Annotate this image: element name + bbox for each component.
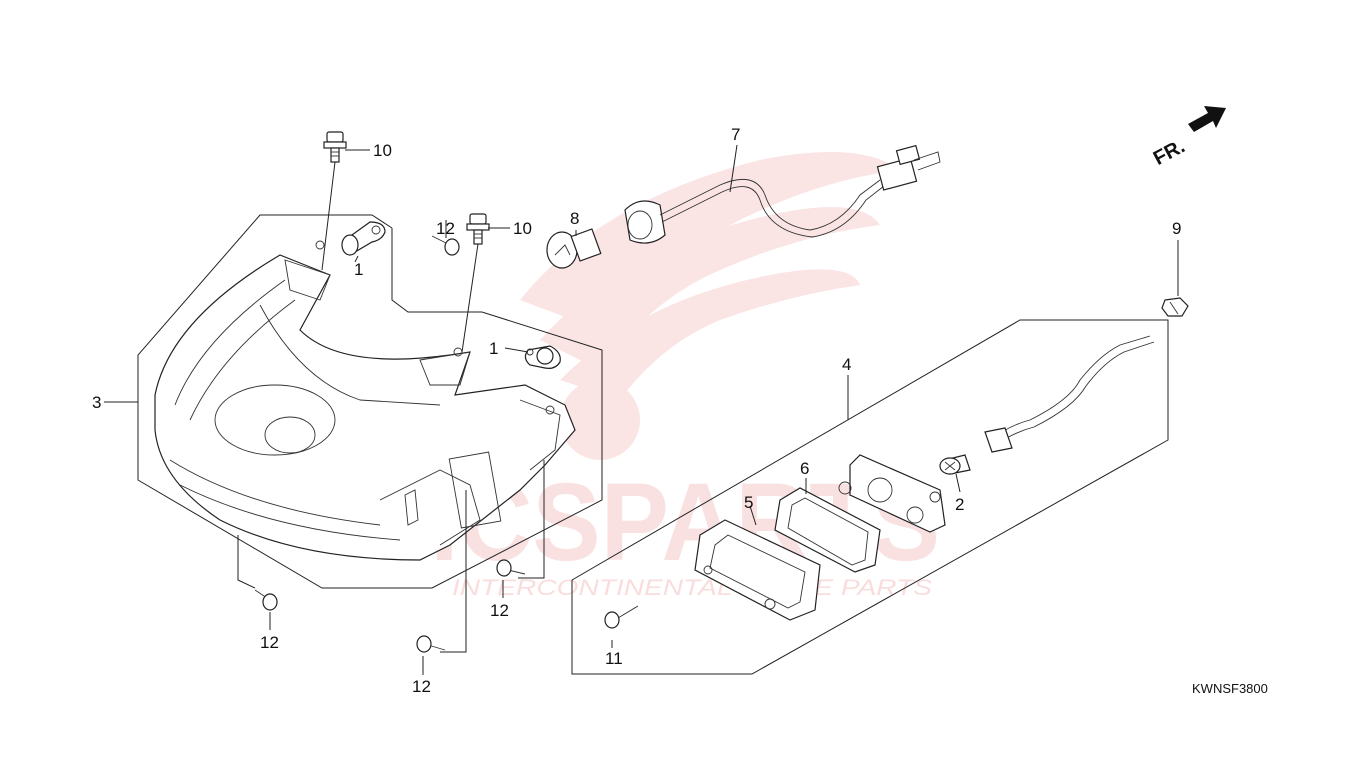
bolt-10b [466, 213, 490, 245]
license-light-base [838, 335, 1155, 533]
leader-lines [104, 144, 1179, 675]
watermark-tagline: INTERCONTINENTAL SPARE PARTS [452, 575, 932, 600]
socket-harness-7 [624, 144, 941, 244]
callout-10-lower: 10 [513, 219, 532, 238]
front-direction-indicator: FR. [1150, 106, 1226, 170]
callout-2: 2 [955, 495, 964, 514]
screw-12a [431, 235, 460, 256]
callout-1-lower: 1 [489, 339, 498, 358]
callout-1-upper: 1 [354, 260, 363, 279]
assembly-outline-right [571, 319, 1169, 675]
gasket-6 [774, 487, 881, 573]
callout-9: 9 [1172, 219, 1181, 238]
lens-5 [694, 519, 821, 621]
callout-5: 5 [744, 493, 753, 512]
tail-light-housing [154, 240, 576, 561]
nut-9 [1161, 297, 1189, 317]
callout-3: 3 [92, 393, 101, 412]
front-arrow-icon [1188, 106, 1226, 132]
bolt-10a [323, 131, 347, 163]
callout-6: 6 [800, 459, 809, 478]
callout-10-upper: 10 [373, 141, 392, 160]
front-label: FR. [1150, 135, 1189, 170]
grommet-1b [524, 345, 561, 369]
callout-12-top: 12 [436, 219, 455, 238]
screw-12c [254, 589, 278, 611]
diagram-code: KWNSF3800 [1192, 681, 1268, 696]
callout-4: 4 [842, 355, 851, 374]
screw-11 [604, 605, 639, 629]
watermark-wing-logo [520, 152, 900, 460]
callout-labels: 1 1 2 3 4 5 6 7 8 9 10 10 11 12 12 12 12 [92, 125, 1181, 696]
callout-12-bottom: 12 [412, 677, 431, 696]
grommet-1a [341, 221, 386, 256]
callout-12-mid: 12 [490, 601, 509, 620]
callout-12-left: 12 [260, 633, 279, 652]
callout-11: 11 [605, 649, 623, 668]
screw-12b [496, 559, 526, 577]
assembly-outline-left [137, 214, 603, 589]
bulb-8 [546, 228, 602, 269]
callout-8: 8 [570, 209, 579, 228]
callout-7: 7 [731, 125, 740, 144]
bulb-2 [939, 457, 961, 475]
screw-12d [416, 635, 446, 653]
